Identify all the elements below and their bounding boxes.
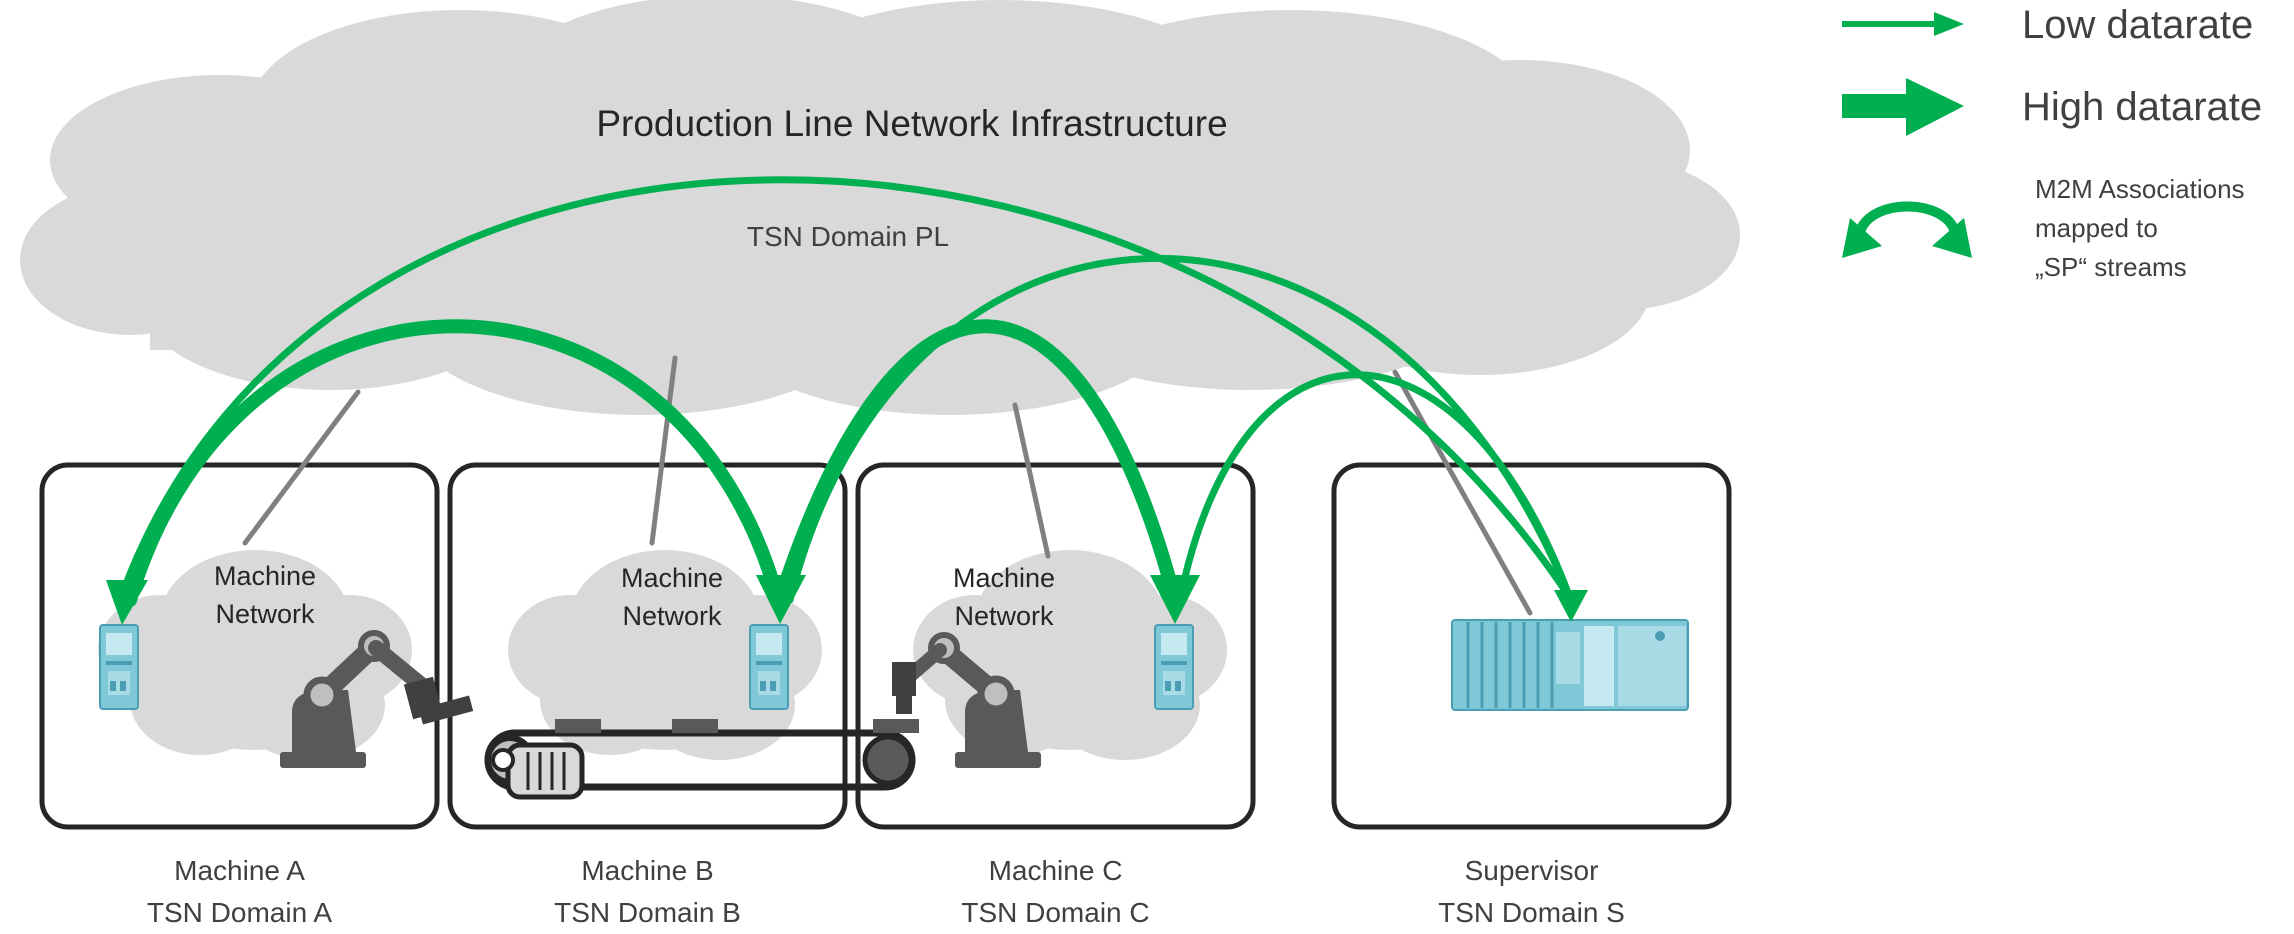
- machine-c-domain: TSN Domain C: [961, 897, 1150, 928]
- arrow-a-b-high: [123, 319, 785, 607]
- drive-b-icon: [749, 624, 789, 710]
- arrowhead-c: [1150, 575, 1200, 624]
- legend-low-arrow-icon: [1842, 12, 1964, 36]
- link-machine-a: [242, 389, 361, 546]
- legend-high-label: High datarate: [2022, 85, 2263, 129]
- machine-b-caption: Machine B TSN Domain B: [500, 850, 795, 934]
- link-machine-b: [649, 355, 678, 546]
- machine-c-network-label-2: Network: [954, 601, 1054, 631]
- arrowhead-a: [106, 580, 148, 625]
- legend-m2m-label: M2M Associations mapped to „SP“ streams: [2035, 170, 2245, 287]
- arrow-c-supervisor-low: [1176, 371, 1574, 604]
- machine-a-domain: TSN Domain A: [146, 897, 333, 928]
- machine-b-name: Machine B: [581, 855, 714, 886]
- link-machine-c: [1012, 402, 1051, 559]
- machine-b-domain: TSN Domain B: [554, 897, 741, 928]
- arrowhead-supervisor: [1554, 590, 1588, 622]
- network-links: [242, 355, 1533, 616]
- robot-arm-c-icon: [892, 632, 1041, 768]
- production-line-cloud: [20, 0, 1740, 415]
- drive-a-icon: [99, 624, 139, 710]
- legend-low-label: Low datarate: [2022, 3, 2254, 47]
- plc-controller-icon: [1451, 619, 1689, 711]
- arrow-b-c-high: [773, 319, 1182, 607]
- supervisor-domain: TSN Domain S: [1438, 897, 1625, 928]
- robot-arm-a-icon: [280, 630, 474, 768]
- tsn-domain-pl-label: TSN Domain PL: [747, 221, 949, 252]
- infrastructure-title: Production Line Network Infrastructure: [596, 103, 1227, 144]
- machine-c-name: Machine C: [988, 855, 1123, 886]
- machine-a-name: Machine A: [174, 855, 305, 886]
- m2m-arrows: [116, 176, 1574, 607]
- arrowhead-b: [756, 575, 806, 624]
- legend-m2m-line-1: M2M Associations: [2035, 174, 2245, 204]
- legend-m2m-line-3: „SP“ streams: [2035, 252, 2187, 282]
- arrow-a-supervisor-low: [116, 176, 1574, 604]
- link-supervisor: [1392, 369, 1533, 616]
- machine-c-caption: Machine C TSN Domain C: [908, 850, 1203, 934]
- drive-c-icon: [1154, 624, 1194, 710]
- machine-b-network-label-1: Machine: [621, 563, 723, 593]
- machine-a-network-label-2: Network: [215, 599, 315, 629]
- legend-m2m-line-2: mapped to: [2035, 213, 2158, 243]
- machine-a-caption: Machine A TSN Domain A: [92, 850, 387, 934]
- conveyor-belt-icon: [484, 719, 919, 800]
- legend-m2m-icon: [1842, 201, 1972, 258]
- legend-high-arrow-icon: [1842, 78, 1964, 136]
- arrow-b-supervisor-low: [786, 255, 1574, 604]
- machine-b-network-label-2: Network: [622, 601, 722, 631]
- supervisor-name: Supervisor: [1464, 855, 1599, 886]
- arrowheads: [106, 575, 1588, 625]
- machine-a-network-label-1: Machine: [214, 561, 316, 591]
- supervisor-caption: Supervisor TSN Domain S: [1384, 850, 1679, 934]
- machine-c-network-label-1: Machine: [953, 563, 1055, 593]
